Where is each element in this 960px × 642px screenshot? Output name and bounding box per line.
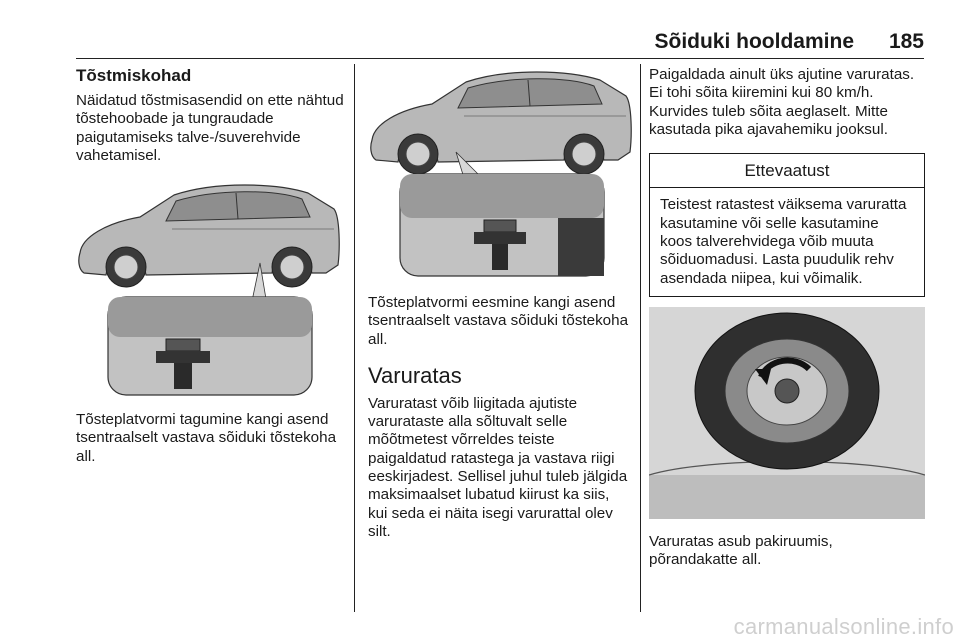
spare-wheel-body: Varuratast võib liigitada ajutiste varur… — [368, 394, 628, 540]
car-windows — [165, 191, 311, 222]
column-2: Tõsteplatvormi eesmine kangi asend tsent… — [368, 66, 632, 541]
front-lift-caption: Tõsteplatvormi eesmine kangi asend tsent… — [368, 294, 629, 348]
column-3: Paigaldada ainult üks ajutine varuratas.… — [649, 66, 925, 570]
page-number: 185 — [888, 30, 924, 53]
lifting-points-intro: Näidatud tõstmisasendid on ette nähtud t… — [76, 92, 344, 164]
rear-lift-caption: Tõsteplatvormi tagumine kangi asend tsen… — [76, 411, 337, 465]
spare-wheel-heading: Varuratas — [368, 362, 462, 388]
column-1: Tõstmiskohad Näidatud tõstmisasendid on … — [76, 66, 344, 466]
caution-title: Ettevaatust — [650, 154, 924, 189]
rear-lift-point-figure — [78, 184, 340, 396]
page-header: Sõiduki hooldamine 185 — [76, 30, 924, 58]
spare-wheel-figure — [649, 306, 925, 519]
caution-box: Ettevaatust Teistest ratastest väiksema … — [649, 153, 925, 297]
header-rule — [76, 58, 924, 59]
wheel-hub — [774, 378, 800, 404]
column-divider-1 — [354, 64, 355, 612]
lifting-points-heading: Tõstmiskohad — [76, 66, 192, 85]
temporary-spare-intro: Paigaldada ainult üks ajutine varuratas.… — [649, 66, 915, 138]
car-windows — [457, 78, 603, 109]
chapter-title: Sõiduki hooldamine — [654, 30, 854, 53]
watermark: carmanualsonline.info — [733, 614, 954, 639]
caution-body: Teistest ratastest väiksema varuratta ka… — [660, 196, 907, 287]
column-divider-2 — [640, 64, 641, 612]
spare-location-caption: Varuratas asub pakiruumis, põrandakatte … — [649, 532, 833, 569]
front-lift-point-figure — [370, 71, 632, 277]
